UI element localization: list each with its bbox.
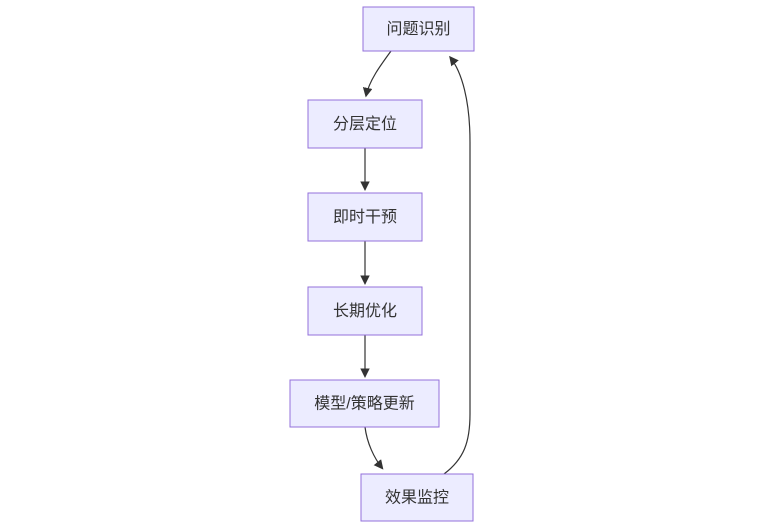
node-box	[360, 473, 474, 522]
node-box	[307, 286, 423, 336]
node-box	[362, 6, 475, 52]
node-effect-monitoring: 效果监控	[360, 473, 474, 522]
node-immediate-intervention: 即时干预	[307, 192, 423, 242]
node-layered-positioning: 分层定位	[307, 99, 423, 149]
edge-model-to-monitoring	[364, 426, 384, 470]
node-label: 分层定位	[333, 115, 397, 133]
edge-monitoring-to-problem-feedback	[443, 55, 471, 475]
node-problem-identification: 问题识别	[362, 6, 475, 52]
node-box	[307, 192, 423, 242]
node-label: 即时干预	[333, 208, 397, 226]
node-box	[307, 99, 423, 149]
node-label: 效果监控	[385, 489, 449, 507]
edge-problem-to-layered	[362, 50, 392, 98]
node-label: 长期优化	[333, 302, 397, 320]
node-model-strategy-update: 模型/策略更新	[289, 379, 440, 428]
node-label: 问题识别	[386, 20, 450, 38]
node-long-term-optimization: 长期优化	[307, 286, 423, 336]
node-box	[289, 379, 440, 428]
node-label: 模型/策略更新	[314, 395, 414, 413]
